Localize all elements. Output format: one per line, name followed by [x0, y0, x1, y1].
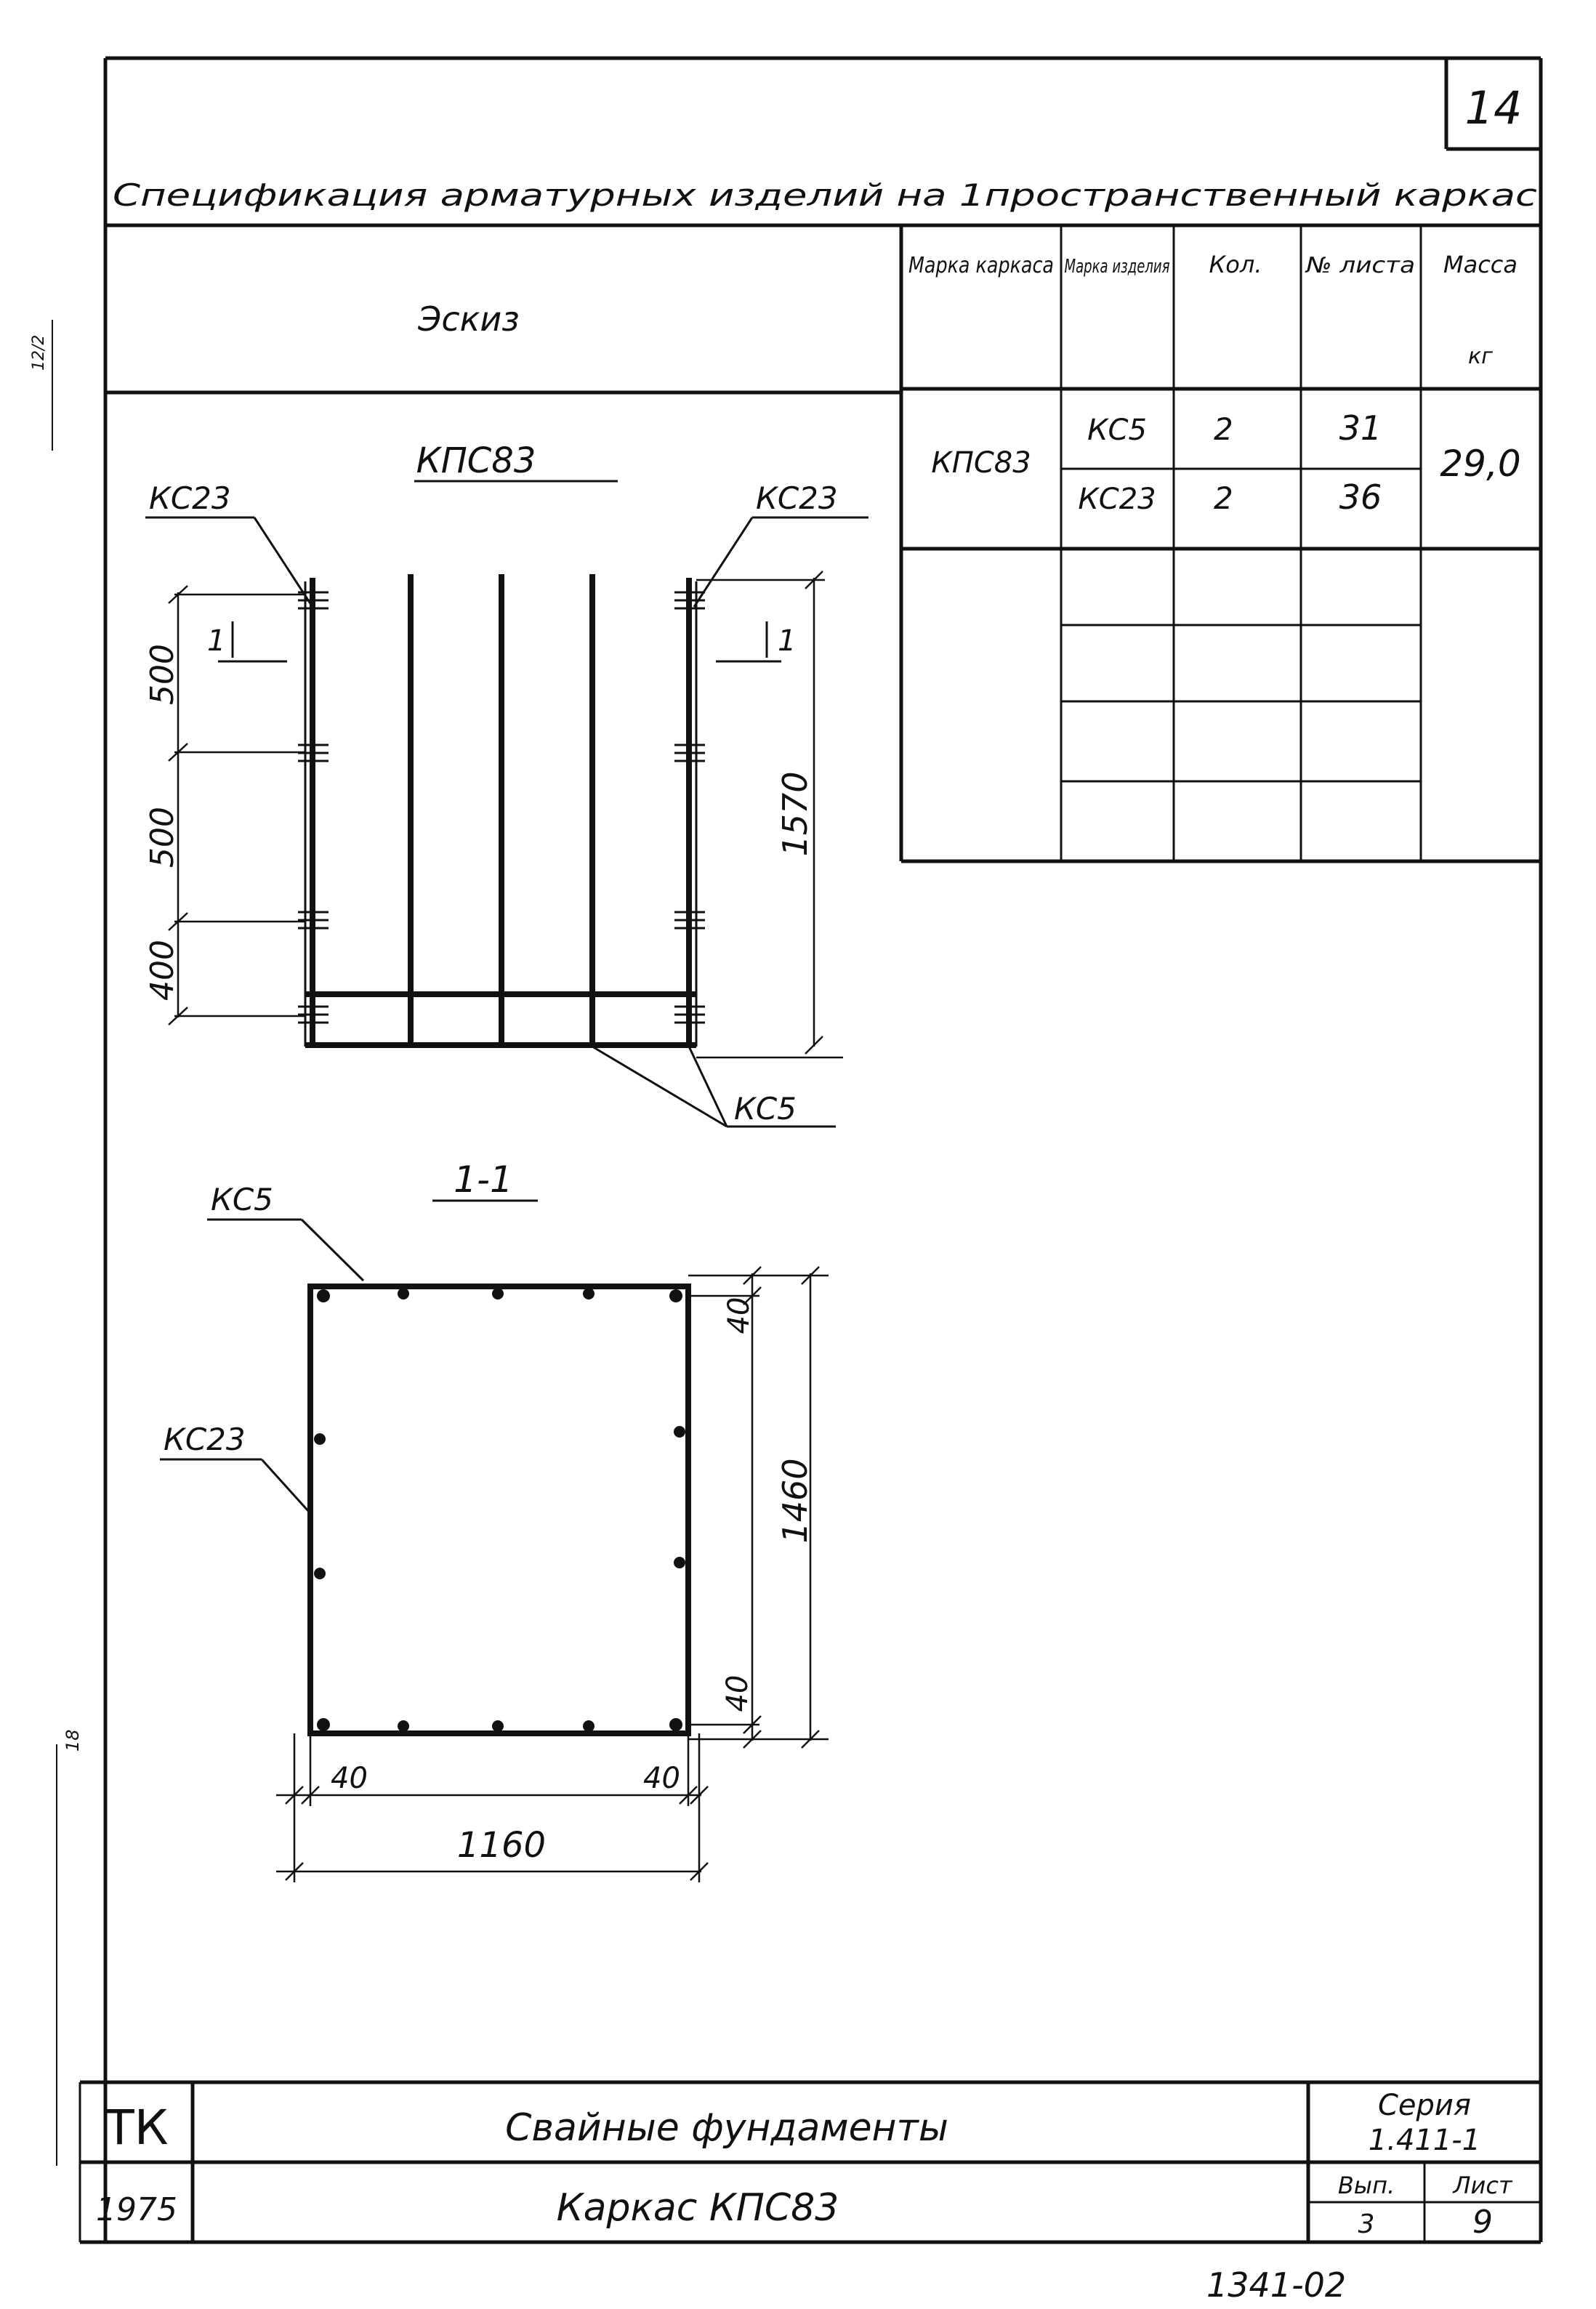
header-product-mark: Марка изделия [1065, 256, 1170, 278]
issue-label: Вып. [1338, 2172, 1395, 2199]
cell-frame-mark: КПС83 [931, 446, 1031, 480]
rebar-dots [314, 1288, 685, 1732]
sheet-label: Лист [1452, 2172, 1512, 2199]
title-org: ТК [104, 2100, 168, 2156]
section-cut-right: 1 [716, 621, 796, 663]
sheet-number-box: 14 [1444, 58, 1541, 151]
title-block: ТК 1975 Свайные фундаменты Каркас КПС83 … [80, 2080, 1541, 2242]
dim-right-height: 1570 [775, 771, 815, 856]
section-label-top: КС5 [211, 1182, 273, 1217]
sketch-header: Эскиз [417, 299, 520, 339]
sheet-value: 9 [1472, 2204, 1493, 2241]
section-mark-left: 1 [207, 624, 225, 658]
dim-left-top: 500 [144, 644, 181, 705]
title-project: Свайные фундаменты [505, 2106, 948, 2150]
cell-row2-product: КС23 [1078, 483, 1156, 516]
elevation-title: КПС83 [416, 440, 536, 481]
cell-row1-sheet: 31 [1339, 408, 1382, 448]
series-value: 1.411-1 [1369, 2124, 1480, 2157]
section-view: 1-1 КС5 КС23 [160, 1158, 829, 1882]
margin-note-top: 12/2 [30, 335, 48, 371]
cell-row1-qty: 2 [1214, 411, 1233, 447]
title-drawing: Каркас КПС83 [557, 2186, 839, 2230]
section-mark-right: 1 [778, 624, 796, 658]
joint-marks [298, 591, 705, 1024]
section-label-left: КС23 [164, 1422, 246, 1457]
section-dim-left: 40 [331, 1762, 368, 1795]
section-title: 1-1 [454, 1158, 513, 1201]
header-frame-mark-line1: Марка каркаса [908, 253, 1054, 278]
section-dim-right: 40 [643, 1762, 680, 1795]
sheet-number: 14 [1465, 81, 1523, 134]
dim-left-mid: 500 [144, 807, 181, 868]
dimension-chain-left: 500 500 400 [144, 585, 305, 1025]
section-dim-top: 40 [722, 1297, 756, 1334]
header-mass: Масса [1443, 251, 1518, 278]
dim-left-bottom: 400 [144, 940, 181, 1001]
section-dims-vertical: 40 1460 40 [688, 1266, 829, 1749]
series-label: Серия [1378, 2089, 1471, 2122]
section-cut-left: 1 [207, 621, 287, 663]
cell-mass: 29,0 [1440, 443, 1520, 485]
spec-table: Марка каркаса Марка изделия Кол. № листа… [899, 225, 1541, 863]
section-dim-height: 1460 [775, 1458, 815, 1543]
elevation-label-right: КС23 [756, 480, 838, 516]
section-dims-horizontal: 40 40 1160 [276, 1733, 709, 1882]
header-qty: Кол. [1209, 251, 1262, 278]
dimension-right: 1570 [696, 571, 843, 1059]
elevation-view: КПС83 КС23 КС23 [144, 440, 868, 1128]
header-sheet-no: № листа [1305, 253, 1415, 278]
section-dim-bottom: 40 [721, 1675, 754, 1712]
cell-row1-product: КС5 [1087, 414, 1147, 447]
cell-row2-qty: 2 [1214, 480, 1233, 516]
spec-title: Спецификация арматурных изделий на 1прос… [113, 177, 1537, 213]
title-year: 1975 [96, 2191, 177, 2228]
header-frame-mark: Марка каркаса [908, 253, 1054, 278]
issue-value: 3 [1358, 2209, 1375, 2239]
header-mass-unit: кг [1468, 344, 1493, 369]
footer-code: 1341-02 [1206, 2265, 1346, 2305]
margin-note-mid: 18 [63, 1729, 83, 1752]
section-dim-width: 1160 [457, 1825, 546, 1866]
elevation-label-bottom: КС5 [734, 1091, 797, 1127]
cell-row2-sheet: 36 [1339, 477, 1382, 517]
sheet-frame [78, 56, 1543, 2244]
elevation-label-left: КС23 [149, 480, 231, 516]
